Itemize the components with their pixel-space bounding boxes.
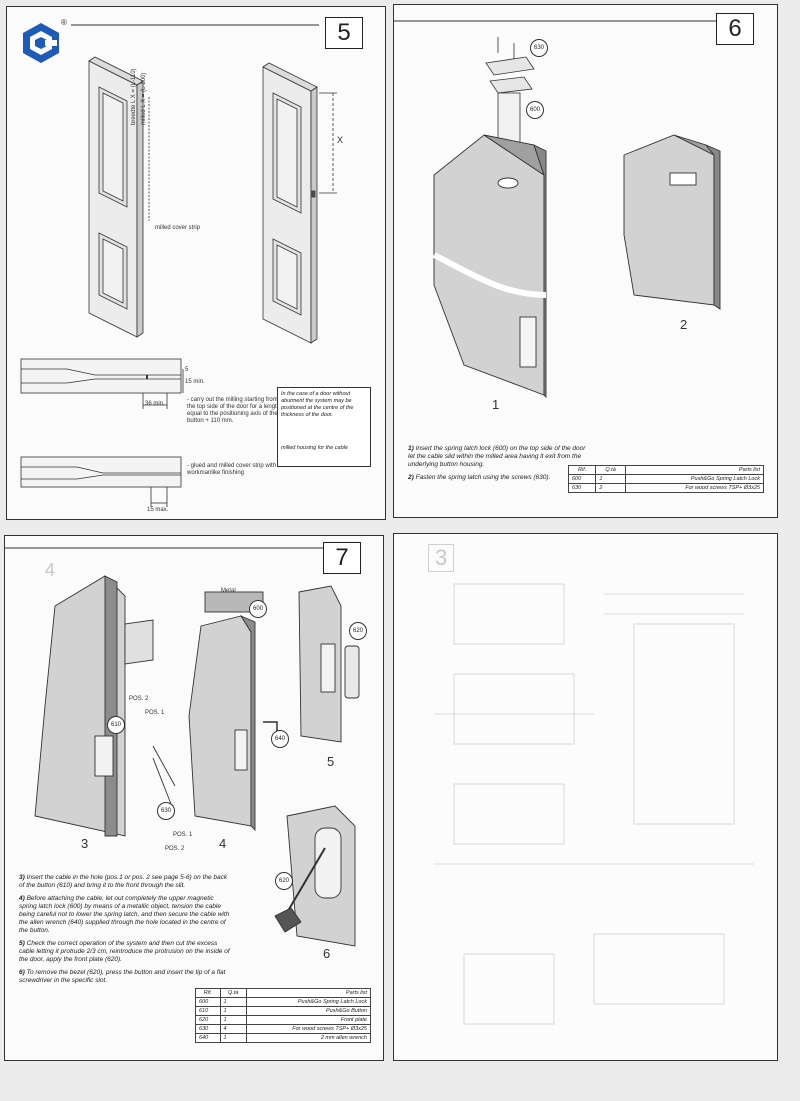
step-4: 4) Before attaching the cable, let out c… [19, 895, 230, 934]
parts-header-row: Rif. Q.tà Parts list [195, 988, 372, 998]
step-2: 2) Fasten the spring latch using the scr… [408, 474, 551, 481]
door-assembly-3 [34, 575, 176, 837]
callout-620-b: 620 [275, 872, 293, 890]
step-3: 3) Insert the cable in the hole (pos.1 o… [19, 874, 228, 889]
door-assembly-1 [432, 134, 547, 399]
door-assembly-5 [298, 585, 360, 743]
install-steps-7: 3) Insert the cable in the hole (pos.1 o… [19, 874, 231, 990]
callout-630: 630 [157, 802, 175, 820]
dimension-x-label: X [337, 135, 344, 145]
page-number-5: 5 [325, 17, 363, 49]
door-assembly-4 [188, 591, 278, 832]
faded-reverse-panel: 3 [393, 533, 778, 1061]
callout-610: 610 [107, 716, 125, 734]
faded-page-number-3: 3 [428, 544, 455, 572]
cut-length-label-1: breedte L X = (L-110) [131, 68, 137, 125]
abutment-note-box: In the case of a door without abutment t… [277, 387, 371, 467]
pos-label: POS. 1 [145, 710, 165, 716]
section-cut-top [20, 358, 184, 409]
step-1: 1) Insert the spring latch lock (600) on… [408, 445, 586, 468]
install-steps-6: 1) Insert the spring latch lock (600) on… [408, 445, 588, 487]
pos-label: POS. 1 [173, 832, 193, 838]
figure-label-1: 1 [492, 397, 500, 412]
page-number-7: 7 [323, 542, 361, 574]
pos-label: POS. 2 [129, 696, 149, 702]
page-number-6: 6 [716, 13, 754, 45]
col-qty: Q.tà [219, 988, 247, 998]
faded-page-number-4: 4 [45, 560, 56, 580]
dimension-5-label: 5 [185, 367, 189, 373]
spring-latch-drawing [394, 20, 721, 399]
pos-label: POS. 2 [165, 846, 185, 852]
dimension-15min-label: 15 min. [185, 379, 205, 385]
brand-logo-icon [23, 23, 59, 63]
callout-630: 630 [530, 39, 548, 57]
col-qty: Q.tà [595, 465, 626, 475]
callout-600: 600 [249, 600, 267, 618]
glue-note: - glued and milled cover strip with work… [187, 463, 277, 476]
cable-install-drawing [5, 547, 360, 947]
figure-label-3: 3 [81, 836, 89, 851]
dimension-36min-label: 36 min. [145, 401, 165, 407]
dimension-15max-label: 15 max. [147, 507, 169, 513]
abutment-note: In the case of a door without abutment t… [281, 391, 354, 418]
cut-length-label-2: milled L X = (L-100) [141, 72, 147, 125]
section-cut-bottom [20, 456, 182, 507]
milled-cover-strip-label: milled cover strip [155, 225, 201, 231]
milled-housing-label: milled housing for the cable [281, 445, 348, 451]
step-5: 5) Check the correct operation of the sy… [19, 940, 230, 963]
registered-mark: ® [61, 18, 67, 27]
door-right [262, 62, 337, 344]
col-ref: Rif. [195, 988, 221, 998]
col-desc: Parts list [624, 465, 765, 475]
page-6-panel: 6 630 600 1 2 1) Insert the spring latch… [393, 4, 778, 518]
step-6: 6) To remove the bezel (620), press the … [19, 969, 226, 984]
callout-620: 620 [349, 622, 367, 640]
col-desc: Parts list [245, 988, 372, 998]
bleed-through-drawing [434, 583, 754, 1025]
callout-640: 640 [271, 730, 289, 748]
door-assembly-6 [274, 805, 356, 947]
page-5-panel: 5 ® breedte L X = (L-110) milled L X = (… [6, 6, 386, 520]
callout-600: 600 [526, 101, 544, 119]
figure-label-5: 5 [327, 754, 335, 769]
figure-label-2: 2 [680, 317, 688, 332]
page-7-panel: 7 4 Metal 600 620 610 640 630 620 POS. 2… [4, 535, 384, 1061]
figure-label-4: 4 [219, 836, 227, 851]
milling-note: - carry out the milling starting from th… [187, 397, 281, 424]
figure-label-6: 6 [323, 946, 331, 961]
parts-header-row: Rif. Q.tà Parts list [567, 465, 765, 475]
col-ref: Rif. [567, 465, 597, 475]
metal-label: Metal [221, 588, 236, 594]
door-assembly-2 [623, 134, 721, 310]
door-left [88, 56, 150, 338]
door-milling-drawing [20, 23, 360, 507]
